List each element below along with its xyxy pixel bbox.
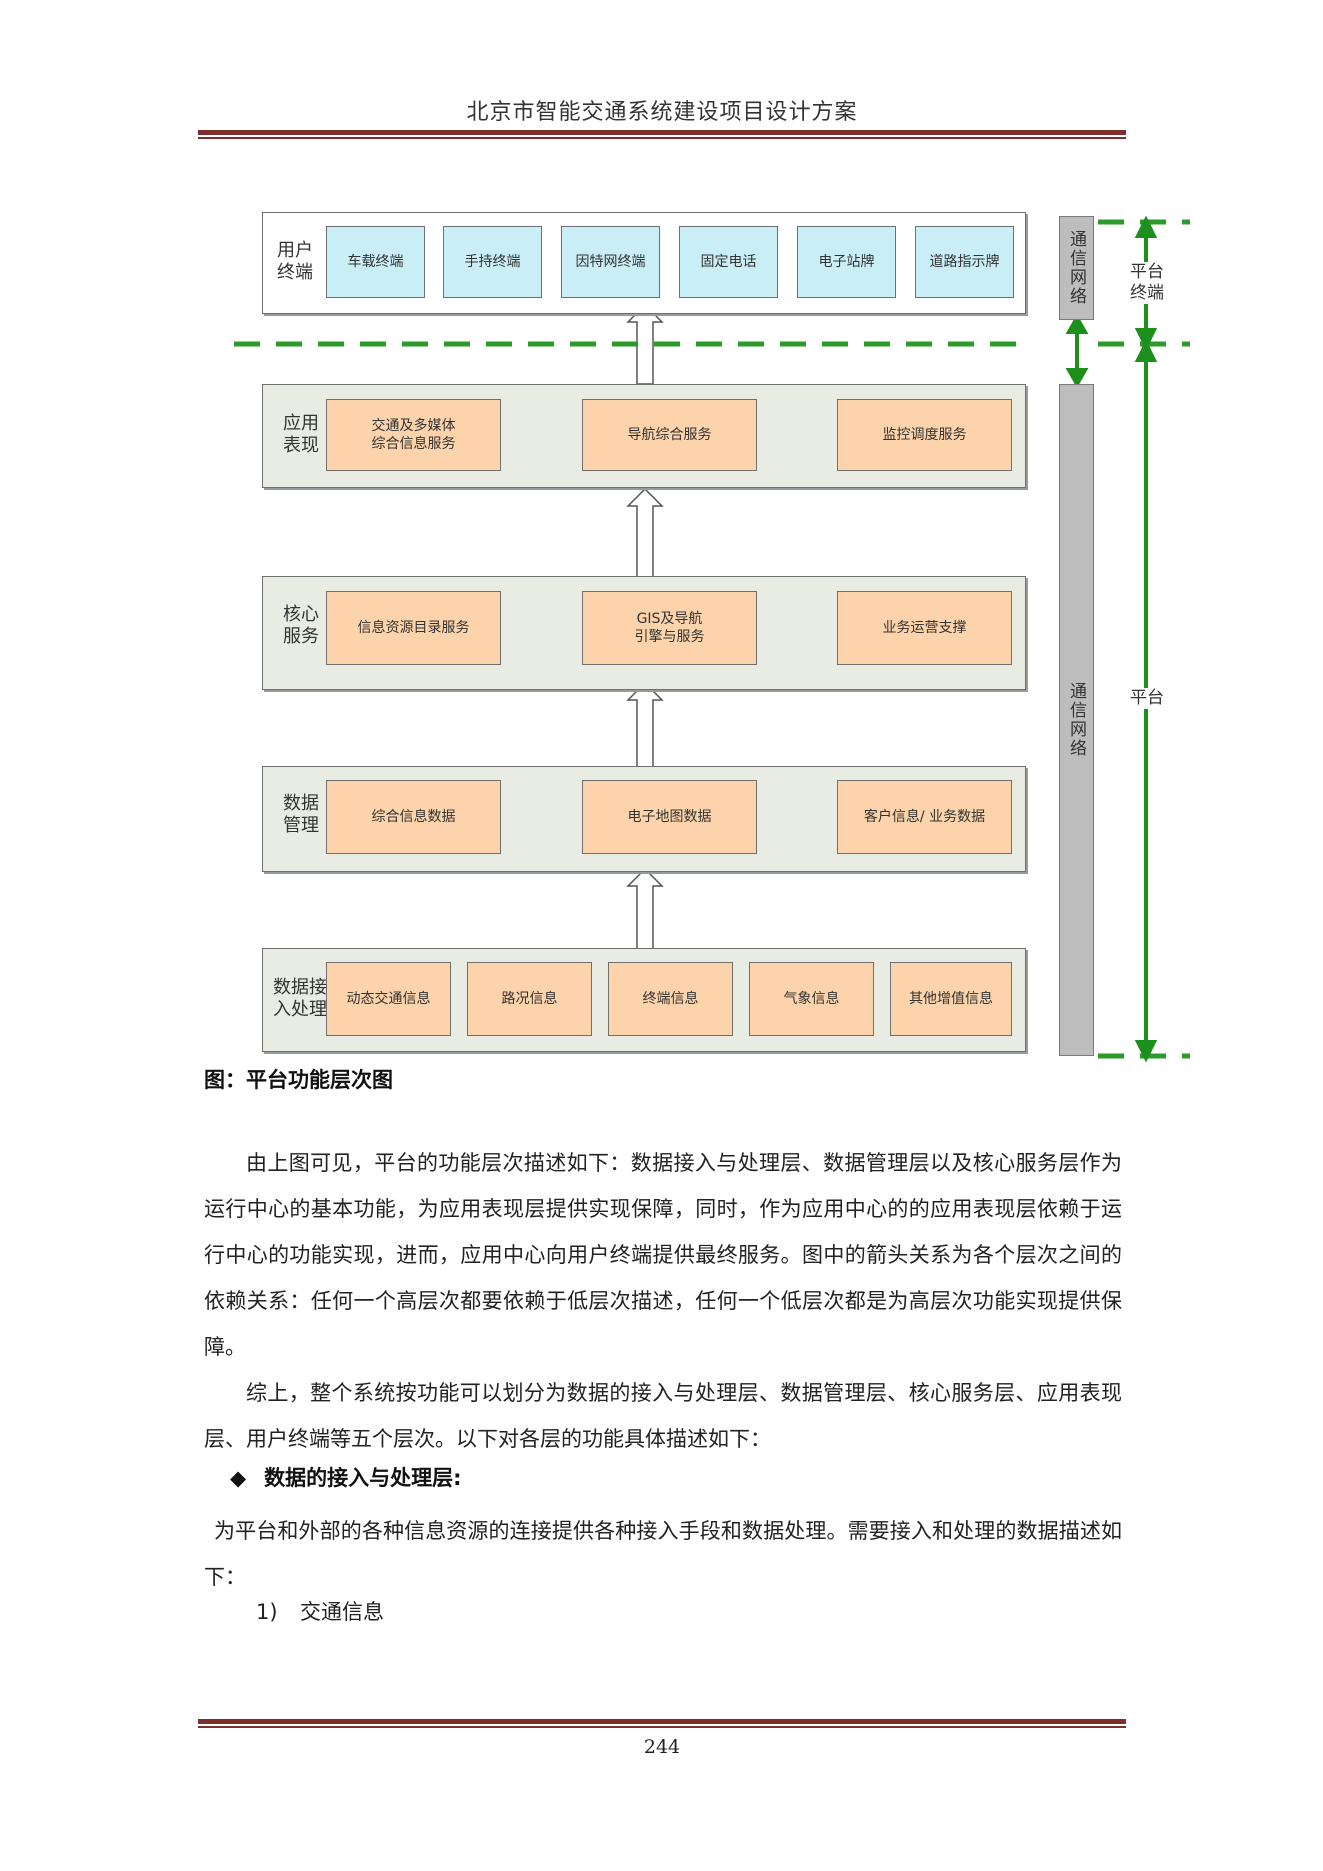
header-rule-thin — [198, 137, 1126, 139]
footer-rule — [198, 1719, 1126, 1724]
box-monitoring-dispatch-service: 监控调度服务 — [837, 399, 1012, 471]
body-text: 由上图可见，平台的功能层次描述如下：数据接入与处理层、数据管理层以及核心服务层作… — [204, 1140, 1122, 1462]
arrows-svg — [234, 215, 1190, 1063]
body-text-2: 为平台和外部的各种信息资源的连接提供各种接入手段和数据处理。需要接入和处理的数据… — [204, 1508, 1122, 1600]
box-dynamic-traffic-info: 动态交通信息 — [326, 962, 451, 1036]
box-integrated-data: 综合信息数据 — [326, 780, 501, 854]
page-number: 244 — [643, 1736, 681, 1758]
box-fixed-phone: 固定电话 — [679, 226, 778, 298]
green-link-up — [1065, 313, 1089, 334]
network-bar-main-label: 通信网络 — [1066, 682, 1086, 758]
list-item: 1) 交通信息 — [256, 1596, 384, 1626]
range-main-up — [1134, 339, 1158, 362]
box-terminal-info: 终端信息 — [608, 962, 733, 1036]
network-bar-main: 通信网络 — [1059, 384, 1094, 1056]
header-rule — [198, 130, 1126, 135]
layer-label-data-management: 数据 管理 — [283, 793, 319, 836]
list-text: 交通信息 — [300, 1600, 384, 1624]
range-top-up — [1134, 215, 1158, 238]
layer-label-core-service: 核心 服务 — [283, 604, 319, 647]
diamond-bullet-icon: ◆ — [230, 1466, 247, 1490]
network-bar-top-label: 通信网络 — [1066, 230, 1086, 306]
footer-rule-thin — [198, 1726, 1126, 1728]
box-internet-terminal: 因特网终端 — [561, 226, 660, 298]
layer-label-application: 应用 表现 — [283, 413, 319, 456]
up-arrow-3 — [626, 681, 664, 769]
green-link-down — [1065, 368, 1089, 389]
box-road-sign: 道路指示牌 — [915, 226, 1014, 298]
bullet-heading-text: 数据的接入与处理层: — [264, 1466, 462, 1490]
header-title: 北京市智能交通系统建设项目设计方案 — [466, 100, 858, 125]
layer-label-data-access: 数据接 入处理 — [273, 977, 327, 1020]
box-gis-navigation-engine: GIS及导航 引擎与服务 — [582, 591, 757, 665]
up-arrow-4 — [626, 867, 664, 951]
box-weather-info: 气象信息 — [749, 962, 874, 1036]
box-info-directory-service: 信息资源目录服务 — [326, 591, 501, 665]
layer-diagram: 用户 终端 车载终端 手持终端 因特网终端 固定电话 电子站牌 道路指示牌 应用… — [234, 212, 1190, 1063]
box-navigation-service: 导航综合服务 — [582, 399, 757, 471]
network-bar-top: 通信网络 — [1059, 216, 1094, 320]
range-main-down — [1134, 1040, 1158, 1063]
figure-caption: 图：平台功能层次图 — [204, 1068, 393, 1092]
up-arrow-2 — [626, 487, 664, 579]
layer-label-user-terminal: 用户 终端 — [277, 240, 313, 283]
range-label-platform: 平台 — [1126, 688, 1168, 709]
box-handheld-terminal: 手持终端 — [443, 226, 542, 298]
bullet-heading: ◆ 数据的接入与处理层: — [230, 1462, 462, 1492]
paragraph-3: 为平台和外部的各种信息资源的连接提供各种接入手段和数据处理。需要接入和处理的数据… — [204, 1519, 1122, 1589]
paragraph-2: 综上，整个系统按功能可以划分为数据的接入与处理层、数据管理层、核心服务层、应用表… — [204, 1381, 1122, 1451]
box-electronic-stop-sign: 电子站牌 — [797, 226, 896, 298]
box-customer-business-data: 客户信息/ 业务数据 — [837, 780, 1012, 854]
box-vehicle-terminal: 车载终端 — [326, 226, 425, 298]
range-label-platform-terminal: 平台 终端 — [1126, 262, 1168, 304]
box-other-value-added-info: 其他增值信息 — [890, 962, 1012, 1036]
box-road-condition-info: 路况信息 — [467, 962, 592, 1036]
box-map-data: 电子地图数据 — [582, 780, 757, 854]
box-traffic-multimedia-service: 交通及多媒体 综合信息服务 — [326, 399, 501, 471]
box-business-operation-support: 业务运营支撑 — [837, 591, 1012, 665]
list-number: 1) — [256, 1600, 278, 1624]
paragraph-1: 由上图可见，平台的功能层次描述如下：数据接入与处理层、数据管理层以及核心服务层作… — [204, 1151, 1122, 1359]
range-top-down — [1134, 328, 1158, 351]
